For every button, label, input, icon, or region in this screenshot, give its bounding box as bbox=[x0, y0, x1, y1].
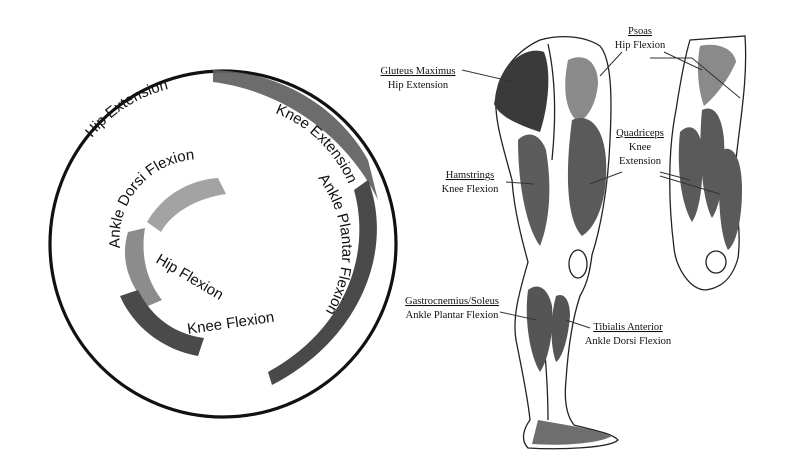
quadriceps-muscle-front-1 bbox=[678, 127, 703, 222]
gastrocnemius-soleus-leader bbox=[499, 311, 537, 321]
gluteus-maximus-name: Gluteus Maximus bbox=[381, 66, 456, 77]
psoas-name: Psoas bbox=[628, 26, 652, 37]
kneecap bbox=[568, 249, 588, 279]
quadriceps-leader-front-1 bbox=[659, 171, 691, 181]
psoas-action: Hip Flexion bbox=[615, 40, 666, 51]
hamstrings-name: Hamstrings bbox=[446, 170, 494, 181]
quadriceps-muscle-side bbox=[567, 117, 607, 236]
tibialis-anterior-leader bbox=[565, 319, 591, 329]
muscle-labels: Psoas Hip Flexion Gluteus Maximus Hip Ex… bbox=[381, 26, 721, 347]
gluteus-maximus-muscle bbox=[494, 50, 549, 132]
hip-extension-arc bbox=[213, 70, 378, 200]
leg-outline bbox=[495, 35, 619, 450]
ankle-plantar-flexion-arc bbox=[268, 180, 377, 385]
psoas-leader-side bbox=[599, 51, 623, 77]
hamstrings-action: Knee Flexion bbox=[442, 184, 500, 195]
tibialis-anterior-muscle bbox=[551, 294, 570, 362]
quadriceps-leader-side bbox=[589, 171, 623, 185]
hip-extension-label: Hip Extension bbox=[82, 76, 170, 140]
quadriceps-leader-front-2 bbox=[659, 175, 721, 195]
thigh-outline bbox=[669, 35, 747, 291]
tibialis-anterior-name: Tibialis Anterior bbox=[593, 322, 663, 333]
gastrocnemius-soleus-action: Ankle Plantar Flexion bbox=[406, 310, 499, 321]
hamstrings-leader bbox=[505, 181, 535, 185]
cycle-wheel: Hip Extension Knee Extension Ankle Plant… bbox=[48, 69, 398, 419]
ankle-dorsi-flexion-arc bbox=[147, 178, 226, 232]
gastrocnemius-soleus-name: Gastrocnemius/Soleus bbox=[405, 296, 499, 307]
leg-side-view bbox=[494, 35, 619, 450]
thigh-front-view bbox=[650, 35, 747, 291]
psoas-muscle bbox=[697, 44, 736, 106]
hip-flexion-label: Hip Flexion bbox=[153, 251, 226, 304]
hip-flexion-arc bbox=[124, 228, 162, 306]
quadriceps-muscle-front-3 bbox=[719, 148, 742, 250]
gluteus-maximus-action: Hip Extension bbox=[388, 80, 449, 91]
hamstrings-muscle bbox=[518, 134, 550, 246]
psoas-leader-front bbox=[663, 51, 703, 71]
patella bbox=[705, 250, 727, 274]
quadriceps-action-line1: Knee bbox=[629, 142, 651, 153]
quadriceps-action-line2: Extension bbox=[619, 156, 662, 167]
gluteus-maximus-leader bbox=[461, 69, 515, 83]
knee-flexion-arc bbox=[120, 290, 204, 356]
leg-contour bbox=[547, 43, 556, 161]
pelvis-line bbox=[650, 57, 741, 99]
quadriceps-muscle-front-2 bbox=[700, 108, 725, 218]
quadriceps-name: Quadriceps bbox=[616, 128, 664, 139]
hip-flexor-muscle bbox=[565, 57, 598, 122]
foot bbox=[532, 420, 612, 445]
gastrocnemius-muscle bbox=[526, 286, 553, 372]
knee-flexion-label: Knee Flexion bbox=[186, 309, 275, 338]
tibialis-anterior-action: Ankle Dorsi Flexion bbox=[585, 336, 672, 347]
